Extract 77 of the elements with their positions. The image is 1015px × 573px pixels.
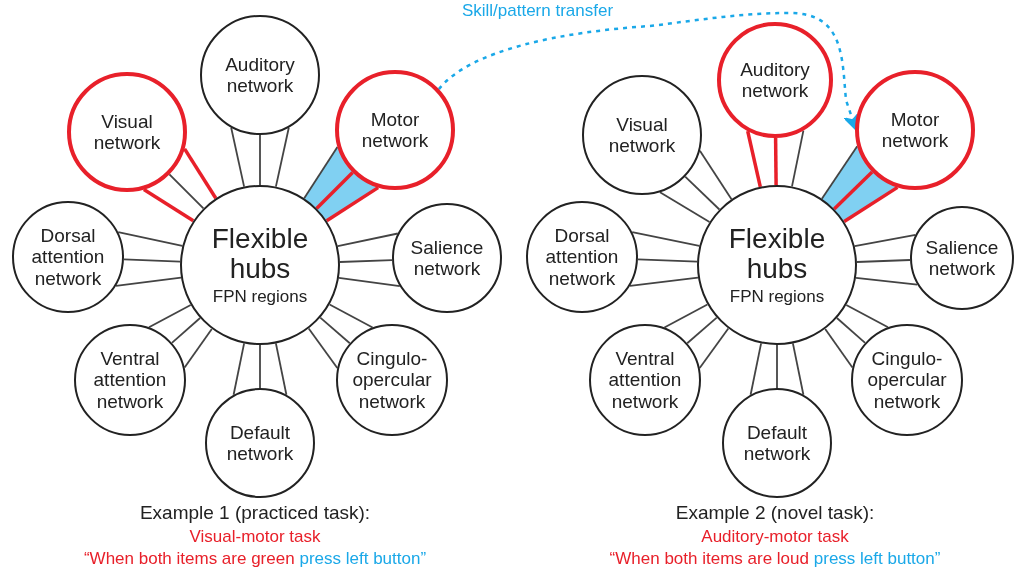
network-label: Motor network: [880, 108, 950, 152]
connection-line: [684, 175, 721, 211]
connection-line: [117, 231, 184, 247]
hub-subtitle: FPN regions: [729, 287, 825, 307]
network-label: Salience network: [409, 236, 485, 280]
example-heading: Example 1 (practiced task):: [139, 502, 371, 524]
network-label: Dorsal attention network: [30, 225, 106, 289]
connection-line: [746, 130, 762, 188]
connection-line: [307, 327, 339, 369]
task-name: Visual-motor task: [189, 527, 321, 547]
network-label: Visual network: [92, 110, 162, 154]
connection-line: [115, 276, 182, 287]
network-label: Auditory network: [739, 58, 811, 102]
connection-line: [148, 304, 192, 329]
connection-line: [123, 258, 181, 263]
connection-line: [171, 317, 201, 344]
connection-line: [275, 126, 290, 188]
connection-line: [791, 129, 805, 188]
connection-line: [328, 303, 374, 329]
connection-line: [315, 171, 354, 210]
connection-line: [319, 316, 351, 345]
connection-line: [698, 327, 730, 369]
connection-line: [686, 316, 718, 345]
network-label: Salience network: [924, 236, 1000, 280]
connection-line: [776, 344, 778, 389]
connection-line: [637, 258, 698, 263]
hub-title: Flexible hubs: [727, 223, 827, 286]
connection-line: [183, 328, 213, 369]
connection-line: [168, 173, 205, 210]
network-label: Auditory network: [224, 53, 296, 97]
connection-line: [659, 191, 711, 223]
connection-line: [699, 149, 733, 201]
example-heading: Example 2 (novel task):: [675, 502, 875, 524]
connection-line: [338, 277, 401, 288]
network-label: Ventral attention network: [607, 348, 683, 412]
instruction-text: “When both items are loud: [609, 549, 809, 569]
connection-line: [629, 276, 699, 287]
connection-line: [792, 342, 805, 396]
connection-line: [663, 303, 709, 329]
connection-line: [232, 342, 245, 396]
connection-line: [821, 145, 859, 200]
network-label: Visual network: [607, 113, 677, 157]
instruction-text: press left button”: [813, 549, 941, 569]
connection-line: [303, 146, 339, 200]
connection-line: [339, 259, 393, 263]
connection-line: [183, 147, 218, 200]
connection-line: [336, 232, 399, 248]
connection-line: [845, 304, 889, 329]
connection-line: [773, 138, 778, 185]
connection-line: [836, 317, 866, 344]
connection-line: [325, 186, 380, 223]
connection-line: [824, 328, 854, 369]
hub-circle: [180, 185, 340, 345]
connection-line: [230, 126, 245, 188]
connection-line: [853, 233, 917, 248]
instruction-text: press left button”: [299, 549, 427, 569]
network-label: Ventral attention network: [92, 348, 168, 412]
connection-line: [856, 259, 911, 263]
network-label: Cingulo-opercular network: [351, 348, 433, 412]
task-name: Auditory-motor task: [701, 527, 849, 547]
hub-subtitle: FPN regions: [212, 287, 308, 307]
connection-line: [142, 188, 195, 223]
connection-line: [259, 344, 261, 389]
connection-line: [749, 342, 762, 396]
connection-line: [259, 134, 261, 186]
connection-line: [855, 277, 919, 286]
network-label: Default network: [225, 421, 295, 465]
network-label: Dorsal attention network: [544, 225, 620, 289]
network-label: Motor network: [360, 108, 430, 152]
network-label: Cingulo-opercular network: [866, 348, 948, 412]
hub-title: Flexible hubs: [210, 223, 310, 286]
connection-line: [832, 170, 874, 211]
instruction-text: “When both items are green: [83, 549, 295, 569]
network-label: Default network: [742, 421, 812, 465]
connection-line: [275, 342, 288, 396]
connection-line: [631, 231, 701, 247]
connection-line: [843, 185, 899, 223]
